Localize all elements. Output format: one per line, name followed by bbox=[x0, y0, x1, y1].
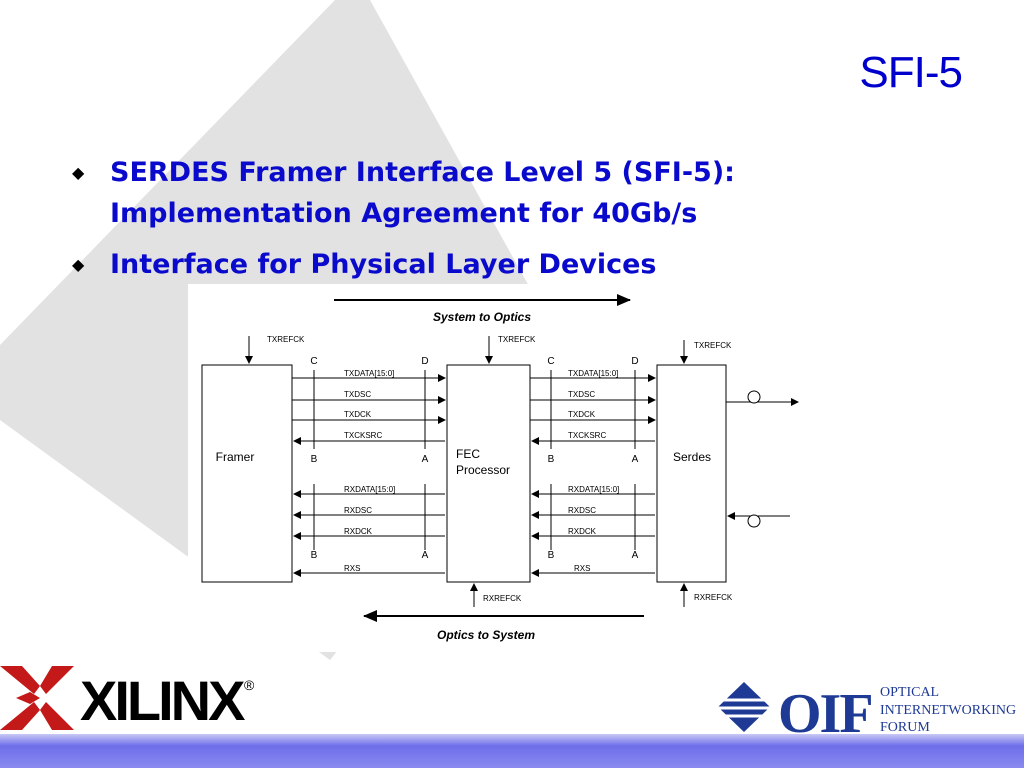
footer-bar bbox=[0, 734, 1024, 768]
oif-line-optical: OPTICAL bbox=[880, 685, 939, 700]
registered-mark: ® bbox=[244, 677, 255, 693]
bullet-diamond-icon: ◆ bbox=[72, 163, 85, 182]
signal-label: TXDSC bbox=[568, 390, 595, 399]
signal-label: RXS bbox=[574, 564, 590, 573]
signal-label: TXDSC bbox=[344, 390, 371, 399]
serdes-block bbox=[656, 364, 727, 583]
diagram-canvas: System to Optics Optics to System Framer… bbox=[201, 294, 799, 642]
point-d-left: D bbox=[421, 356, 428, 367]
bullet-item: ◆ Interface for Physical Layer Devices bbox=[72, 244, 832, 285]
oif-line-internetworking: INTERNETWORKING bbox=[880, 703, 1016, 718]
bullet-item: ◆ SERDES Framer Interface Level 5 (SFI-5… bbox=[72, 152, 832, 234]
signal-label: RXDATA[15:0] bbox=[344, 485, 395, 494]
sfi5-block-diagram: System to Optics Optics to System Framer… bbox=[188, 284, 814, 652]
oif-logo: OIF OPTICAL INTERNETWORKING FORUM bbox=[718, 682, 1016, 734]
system-to-optics-label: System to Optics bbox=[433, 310, 531, 324]
bullet-text: Interface for Physical Layer Devices bbox=[110, 249, 657, 280]
signal-label: TXCKSRC bbox=[568, 431, 606, 440]
signal-label: RXDSC bbox=[344, 506, 372, 515]
point-b-right: B bbox=[548, 454, 555, 465]
fec-processor-block bbox=[446, 364, 531, 583]
fec-txrefck-label: TXREFCK bbox=[498, 335, 536, 344]
framer-block bbox=[201, 364, 293, 583]
signal-label: RXDSC bbox=[568, 506, 596, 515]
bullet-text-continued: Implementation Agreement for 40Gb/s bbox=[110, 198, 698, 229]
optical-tx-lens-icon bbox=[747, 390, 761, 404]
oif-wordmark: OIF bbox=[778, 683, 872, 734]
point-b-right-rx: B bbox=[548, 550, 555, 561]
framer-txrefck-label: TXREFCK bbox=[267, 335, 305, 344]
signal-label: RXDCK bbox=[344, 527, 373, 536]
point-b-left: B bbox=[311, 454, 318, 465]
xilinx-logo: XILINX ® bbox=[0, 666, 255, 732]
point-c-left: C bbox=[310, 356, 317, 367]
serdes-txrefck-label: TXREFCK bbox=[694, 341, 732, 350]
serdes-rxrefck-label: RXREFCK bbox=[694, 593, 733, 602]
oif-diamond-icon bbox=[718, 682, 770, 732]
point-a-right-rx: A bbox=[632, 550, 639, 561]
slide-title: SFI-5 bbox=[859, 48, 963, 97]
optical-rx-lens-icon bbox=[747, 514, 761, 528]
signal-label: TXDATA[15:0] bbox=[568, 369, 618, 378]
point-a-right: A bbox=[632, 454, 639, 465]
fec-label: FEC bbox=[456, 447, 480, 461]
optics-to-system-label: Optics to System bbox=[437, 628, 535, 642]
xilinx-mark-icon bbox=[0, 666, 74, 730]
point-c-right: C bbox=[547, 356, 554, 367]
bullet-list: ◆ SERDES Framer Interface Level 5 (SFI-5… bbox=[72, 152, 832, 295]
signal-label: RXDCK bbox=[568, 527, 597, 536]
bullet-diamond-icon: ◆ bbox=[72, 255, 85, 274]
signal-label: TXDATA[15:0] bbox=[344, 369, 394, 378]
bullet-text: SERDES Framer Interface Level 5 (SFI-5): bbox=[110, 157, 735, 188]
point-a-left-rx: A bbox=[422, 550, 429, 561]
xilinx-wordmark: XILINX bbox=[80, 669, 245, 732]
framer-label: Framer bbox=[216, 450, 255, 464]
point-a-left: A bbox=[422, 454, 429, 465]
signal-label: RXS bbox=[344, 564, 360, 573]
signal-label: TXDCK bbox=[568, 410, 596, 419]
point-b-left-rx: B bbox=[311, 550, 318, 561]
oif-line-forum: FORUM bbox=[880, 720, 930, 734]
signal-label: TXCKSRC bbox=[344, 431, 382, 440]
signal-label: TXDCK bbox=[344, 410, 372, 419]
serdes-label: Serdes bbox=[673, 450, 711, 464]
fec-rxrefck-label: RXREFCK bbox=[483, 594, 522, 603]
processor-label: Processor bbox=[456, 463, 510, 477]
signal-label: RXDATA[15:0] bbox=[568, 485, 619, 494]
point-d-right: D bbox=[631, 356, 638, 367]
